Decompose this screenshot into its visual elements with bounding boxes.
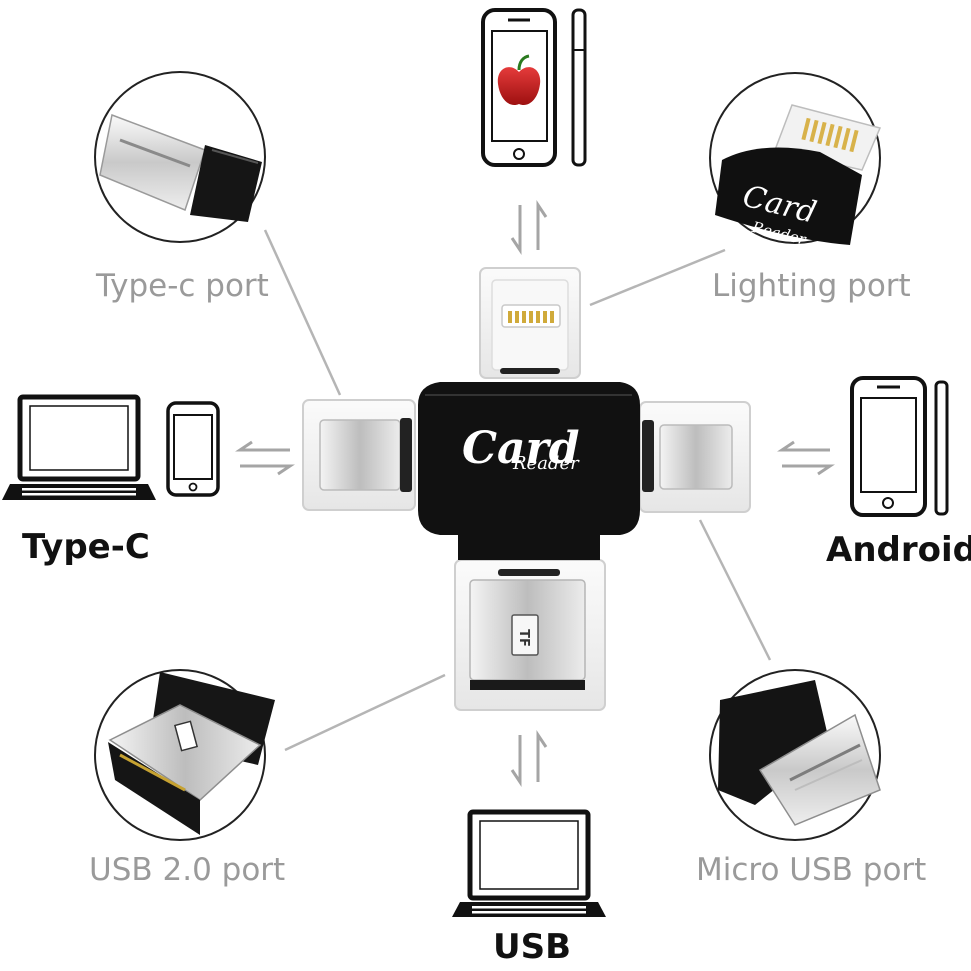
arrow-left — [235, 440, 295, 476]
callout-lines — [263, 229, 772, 752]
microusb-port-closeup — [709, 669, 881, 841]
typec-port-closeup — [94, 71, 266, 243]
phone-left-icon — [166, 401, 220, 497]
laptop-left-icon — [2, 394, 156, 500]
android-device-label: Android — [826, 530, 971, 570]
lightning-port-label: Lighting port — [712, 268, 911, 304]
arrow-top — [510, 200, 548, 255]
arrow-bottom — [510, 730, 548, 787]
lightning-port-closeup: Card Reader — [709, 72, 882, 249]
arrow-right — [777, 440, 835, 476]
typec-port-label: Type-c port — [96, 268, 269, 304]
iphone-icon — [481, 8, 587, 167]
reader-brand-subtext: Reader — [512, 453, 580, 474]
reader-brand-text: Card — [462, 423, 579, 474]
usb2-port-label: USB 2.0 port — [89, 852, 286, 888]
laptop-bottom-icon — [452, 809, 606, 917]
microusb-port-label: Micro USB port — [696, 852, 927, 888]
usb-device-label: USB — [493, 927, 572, 967]
tf-slot-label: TF — [516, 629, 531, 647]
usb2-port-closeup — [94, 669, 275, 841]
card-reader: TF Card Reader — [302, 267, 751, 711]
android-phone-icon — [850, 376, 949, 517]
typec-device-label: Type-C — [22, 527, 150, 567]
